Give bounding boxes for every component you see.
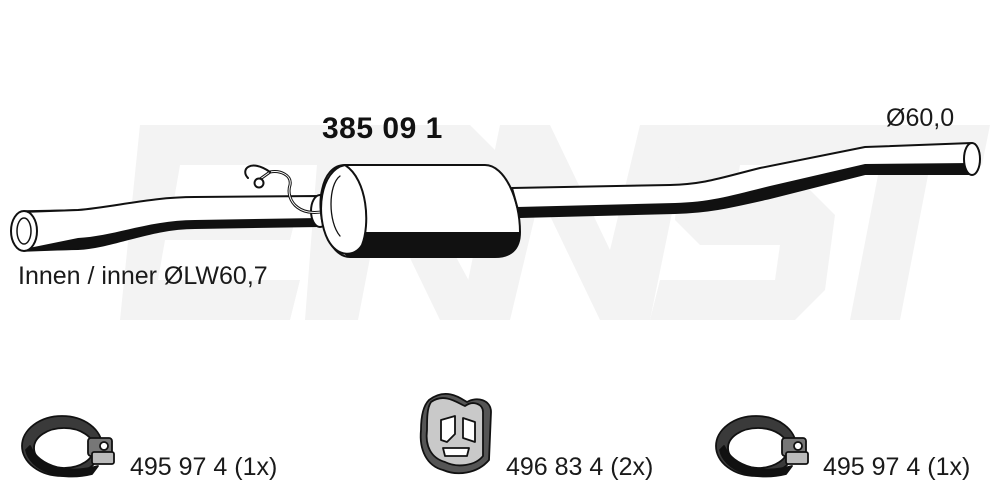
outlet-diameter-label: Ø60,0 (886, 104, 955, 132)
accessory-label: 495 97 4 (1x) (130, 453, 278, 481)
part-number: 385 09 1 (322, 112, 443, 145)
pipe-clamp-icon (21, 415, 115, 478)
outlet-pipe (511, 142, 981, 218)
rubber-mount-icon (419, 393, 492, 475)
exhaust-assembly (10, 142, 981, 258)
accessory-label: 495 97 4 (1x) (823, 453, 971, 481)
rear-silencer (319, 164, 521, 258)
accessory-label: 496 83 4 (2x) (506, 453, 654, 481)
inlet-pipe (10, 194, 330, 252)
inlet-diameter-label: Innen / inner ØLW60,7 (18, 262, 268, 290)
outlet-pipe-end (963, 142, 981, 176)
pipe-clamp-icon (715, 415, 809, 478)
front-hanger (244, 164, 337, 214)
